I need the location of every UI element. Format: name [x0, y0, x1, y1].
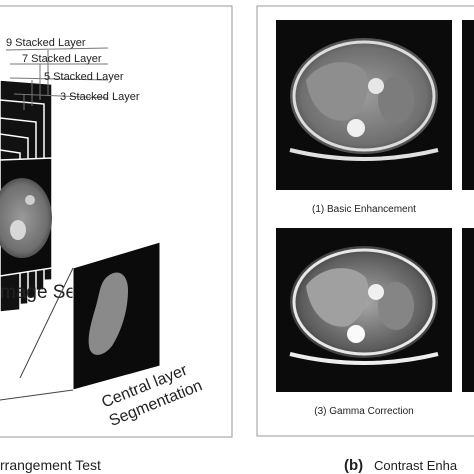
ct-tile-gamma-correction	[276, 228, 452, 392]
ct-body	[0, 178, 52, 258]
ct-tile-basic-enhancement	[276, 20, 452, 190]
stacked-slices	[0, 79, 53, 313]
segmentation-slice	[72, 241, 161, 391]
ct-tile-partial-top	[462, 20, 474, 190]
label-3-stacked-layer: 3 Stacked Layer	[60, 91, 140, 103]
tile-caption-gamma-correction: (3) Gamma Correction	[314, 406, 413, 417]
panel-a-border	[0, 5, 233, 438]
label-9-stacked-layer: 9 Stacked Layer	[6, 37, 86, 49]
projection-lines	[0, 267, 74, 401]
panel-b-caption-letter: (b)	[344, 457, 363, 474]
panel-b-caption-text: Contrast Enha	[374, 458, 458, 473]
panel-b-border	[256, 5, 474, 437]
panel-b: (1) Basic Enhancement (3) Gamma Correcti…	[256, 5, 474, 474]
stack-leader-lines	[5, 47, 109, 110]
panel-a: 9 Stacked Layer 7 Stacked Layer 5 Stacke…	[0, 5, 233, 473]
liver-mask	[88, 272, 128, 355]
tile-caption-basic-enhancement: (1) Basic Enhancement	[312, 204, 416, 215]
image-set-label: mage Set	[0, 282, 82, 303]
ct-tile-partial-bottom	[462, 228, 474, 392]
label-7-stacked-layer: 7 Stacked Layer	[22, 53, 102, 65]
label-5-stacked-layer: 5 Stacked Layer	[44, 71, 124, 83]
panel-a-caption: rrangement Test	[0, 457, 101, 473]
